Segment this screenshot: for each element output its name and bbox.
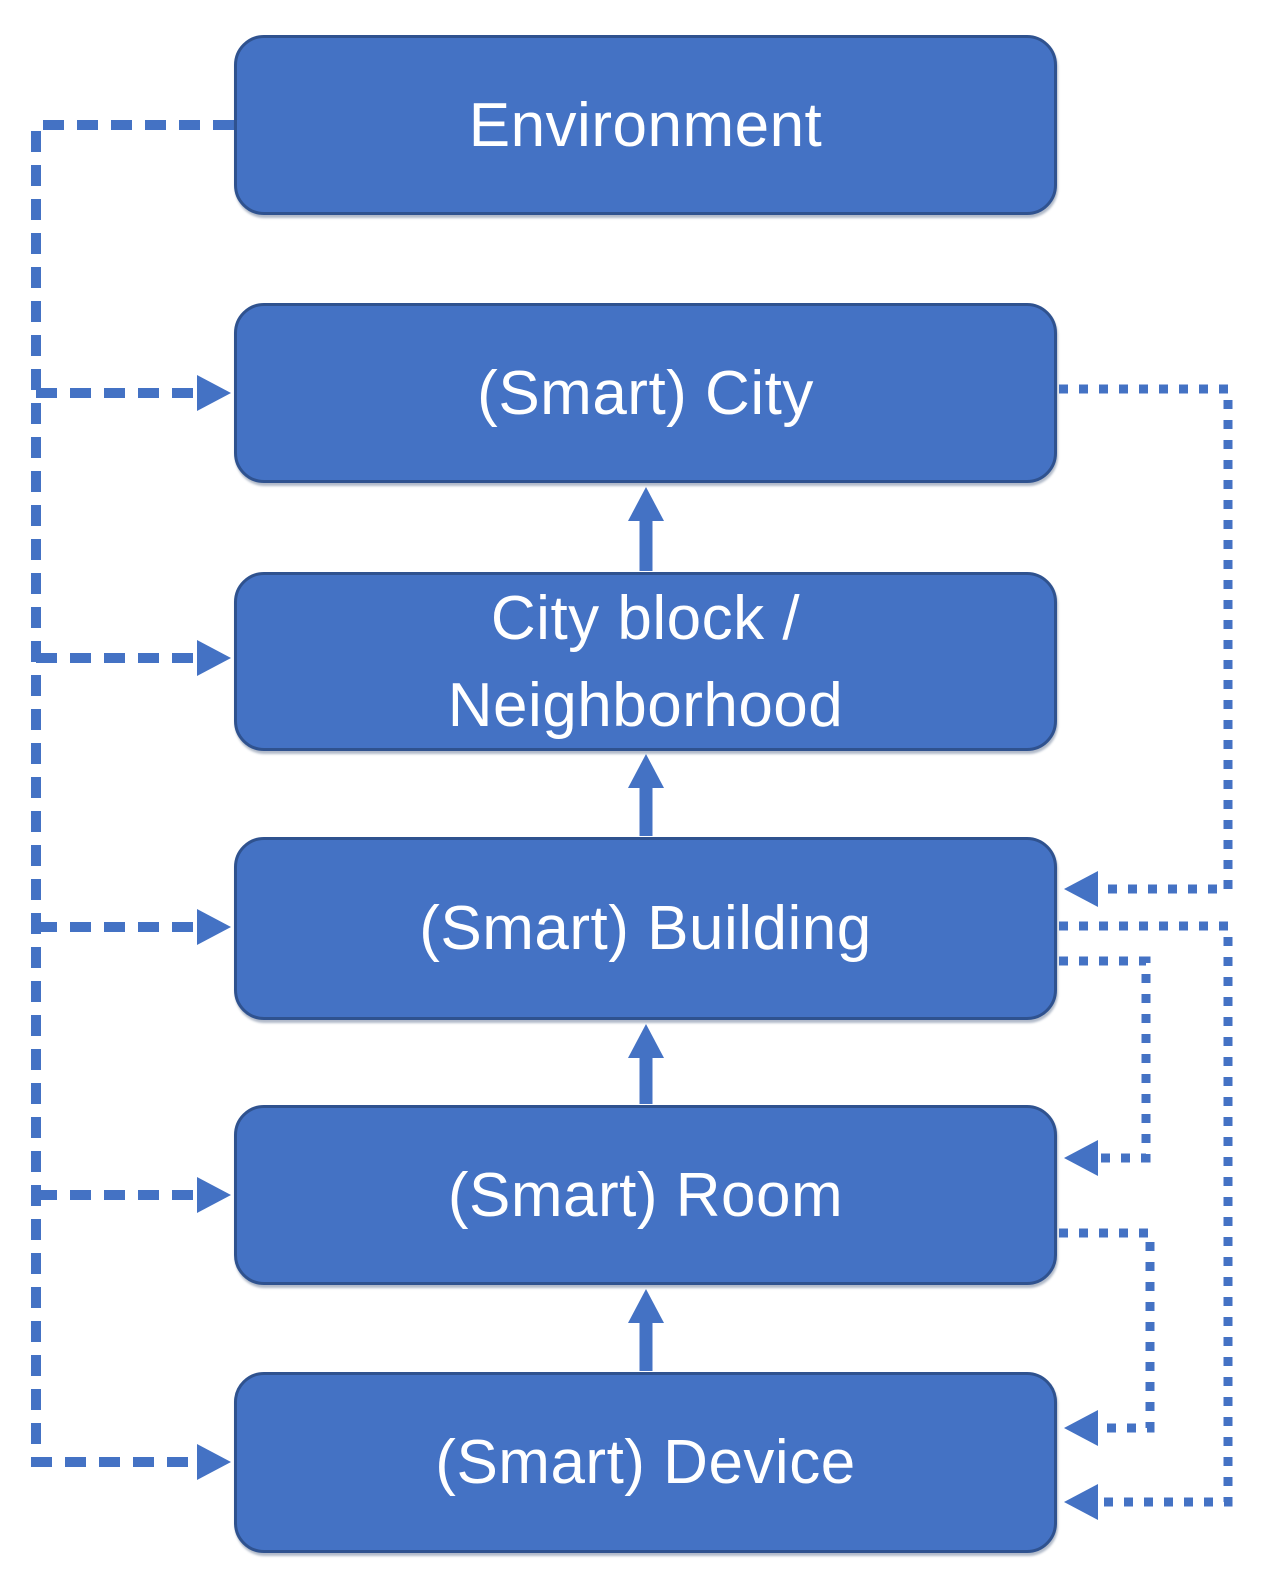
node-smart-building: (Smart) Building <box>234 837 1057 1020</box>
node-city-block-neighborhood-label: City block / Neighborhood <box>447 583 844 740</box>
node-environment: Environment <box>234 35 1057 215</box>
node-smart-device: (Smart) Device <box>234 1372 1057 1553</box>
node-city-block-neighborhood: City block / Neighborhood <box>234 572 1057 751</box>
node-smart-city-label: (Smart) City <box>477 358 814 428</box>
edge-building-to-room-dotted <box>1059 956 1151 1176</box>
node-smart-device-label: (Smart) Device <box>435 1428 856 1497</box>
edge-room-to-device-dotted <box>1059 1228 1155 1446</box>
node-smart-building-label: (Smart) Building <box>419 894 872 963</box>
node-smart-room: (Smart) Room <box>234 1105 1057 1285</box>
edge-city-to-building-dotted <box>1059 384 1233 907</box>
edge-environment-to-device-dashed <box>31 120 234 1480</box>
node-smart-city: (Smart) City <box>234 303 1057 483</box>
node-environment-label: Environment <box>468 90 823 160</box>
node-smart-room-label: (Smart) Room <box>447 1160 844 1230</box>
edge-building-to-device-dotted <box>1059 921 1233 1520</box>
